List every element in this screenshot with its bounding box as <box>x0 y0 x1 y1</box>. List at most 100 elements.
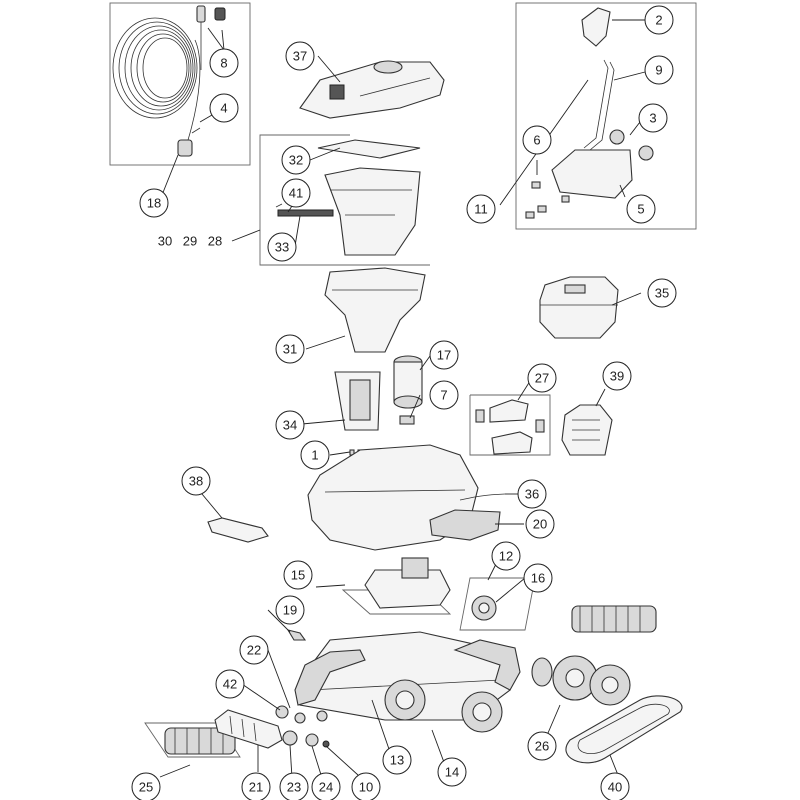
callout-circle <box>523 563 553 593</box>
callout-number: 16 <box>531 571 545 586</box>
callout-number: 23 <box>287 780 301 795</box>
swivel-connector-illustration <box>196 5 226 70</box>
callout-circle <box>527 363 557 393</box>
callout-27: 27 <box>527 363 557 393</box>
callout-circle <box>279 772 309 800</box>
callout-circle <box>241 772 271 800</box>
callout-number: 37 <box>293 49 307 64</box>
callout-number: 10 <box>359 780 373 795</box>
callout-number: 1 <box>311 448 318 463</box>
motor-mount-illustration <box>429 509 501 541</box>
callout-number: 11 <box>474 202 488 217</box>
callout-circle <box>491 541 521 571</box>
callout-18: 18 <box>139 188 169 218</box>
callout-40: 40 <box>600 772 630 800</box>
bottom-brush-illustration <box>164 727 236 755</box>
callout-circle <box>525 509 555 539</box>
callout-number: 7 <box>440 388 447 403</box>
callout-33: 33 <box>267 232 297 262</box>
callout-circle <box>429 340 459 370</box>
callout-19: 19 <box>275 595 305 625</box>
callout-number: 33 <box>275 240 289 255</box>
callout-number: 20 <box>533 517 547 532</box>
callout-number: 38 <box>189 474 203 489</box>
callout-circle <box>647 278 677 308</box>
drive-belt-illustration <box>565 695 683 764</box>
callout-28: 28 <box>208 234 222 249</box>
callout-35: 35 <box>647 278 677 308</box>
callout-number: 41 <box>289 186 303 201</box>
callout-number: 4 <box>220 101 227 116</box>
callout-15: 15 <box>283 560 313 590</box>
callout-circle <box>626 194 656 224</box>
callout-circle <box>517 479 547 509</box>
brush-spindle-illustration <box>214 709 283 749</box>
cable-kit-box <box>109 2 251 166</box>
callout-circle <box>466 194 496 224</box>
callout-11: 11 <box>466 194 496 224</box>
callout-13: 13 <box>382 745 412 775</box>
callout-21: 21 <box>241 772 271 800</box>
callout-circle <box>209 93 239 123</box>
callout-circle <box>215 669 245 699</box>
callout-16: 16 <box>523 563 553 593</box>
callout-26: 26 <box>527 731 557 761</box>
callout-8: 8 <box>209 48 239 78</box>
handle-illustration <box>207 517 269 543</box>
callout-12: 12 <box>491 541 521 571</box>
callout-42: 42 <box>215 669 245 699</box>
impeller-filter-illustration <box>393 355 423 409</box>
filter-kit-box <box>259 134 430 266</box>
callout-circle <box>382 745 412 775</box>
caddy-handle-illustration <box>583 59 615 151</box>
callout-number: 40 <box>608 780 622 795</box>
roller-brush-illustration <box>571 605 657 633</box>
callout-number: 36 <box>525 487 539 502</box>
callout-number: 27 <box>535 371 549 386</box>
callout-circle <box>239 635 269 665</box>
callout-30: 30 <box>158 234 172 249</box>
callout-41: 41 <box>281 178 311 208</box>
caddy-base-illustration <box>551 149 633 199</box>
callout-circle <box>638 103 668 133</box>
filter-screen-illustration <box>275 203 334 217</box>
callout-number: 9 <box>655 63 662 78</box>
callout-circle <box>437 757 467 787</box>
group-number-labels: 30 29 28 <box>158 234 222 249</box>
filter-body-illustration <box>324 167 421 256</box>
callout-circle <box>275 410 305 440</box>
side-grille-illustration <box>561 404 613 456</box>
callout-22: 22 <box>239 635 269 665</box>
callout-circle <box>281 145 311 175</box>
track-illustration <box>294 639 521 706</box>
callout-circle <box>300 440 330 470</box>
callout-2: 2 <box>644 5 674 35</box>
callout-29: 29 <box>183 234 197 249</box>
impeller-gear-illustration <box>471 595 497 621</box>
callout-34: 34 <box>275 410 305 440</box>
callout-5: 5 <box>626 194 656 224</box>
filter-lid-illustration <box>317 139 421 159</box>
callout-circle <box>602 361 632 391</box>
callout-31: 31 <box>275 334 305 364</box>
callout-circle <box>351 772 381 800</box>
callout-number: 12 <box>499 549 513 564</box>
callout-37: 37 <box>285 41 315 71</box>
floating-cable-illustration <box>112 17 201 157</box>
callout-circle <box>644 5 674 35</box>
top-cover-illustration <box>299 60 445 119</box>
callout-number: 15 <box>291 568 305 583</box>
callout-number: 18 <box>147 196 161 211</box>
callout-number: 2 <box>655 13 662 28</box>
callout-number: 39 <box>610 369 624 384</box>
callout-number: 14 <box>445 765 459 780</box>
callout-number: 21 <box>249 780 263 795</box>
side-wheel-illustration <box>531 655 631 706</box>
callout-number: 3 <box>649 111 656 126</box>
power-supply-illustration <box>539 276 619 339</box>
callout-circle <box>600 772 630 800</box>
drive-motor-illustration <box>364 557 451 609</box>
screw-illustration <box>191 127 201 134</box>
callout-circle <box>139 188 169 218</box>
